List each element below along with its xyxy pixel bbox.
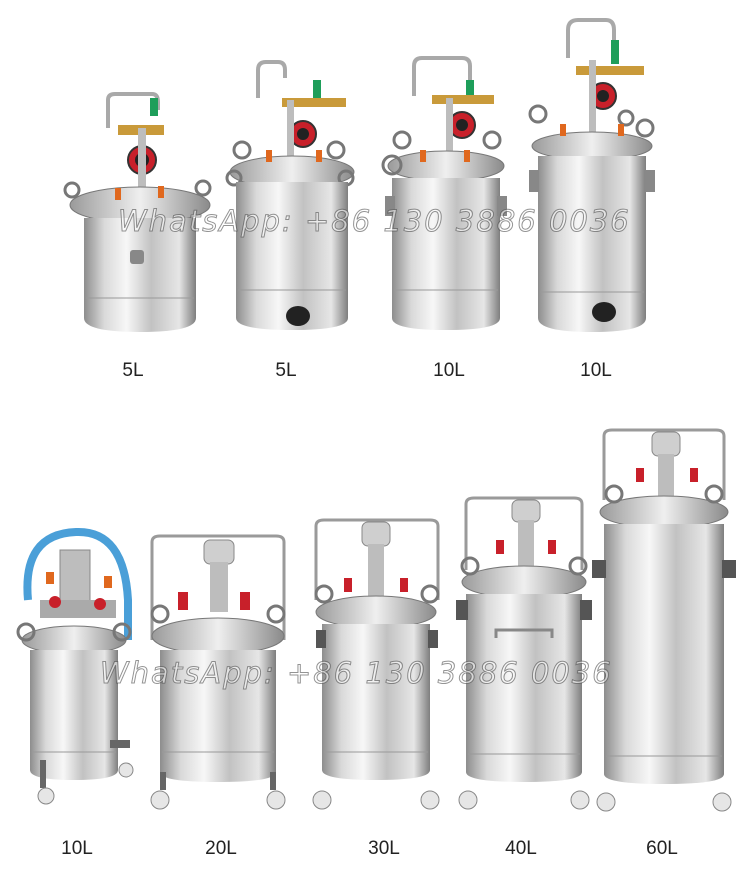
capacity-label: 10L [61, 838, 93, 859]
capacity-label: 30L [368, 838, 400, 859]
capacity-label: 20L [205, 838, 237, 859]
capacity-label: 5L [275, 360, 297, 381]
capacity-label: 10L [433, 360, 465, 381]
tank-10l-b [528, 18, 655, 332]
capacity-label: 40L [505, 838, 537, 859]
tank-5l-b [225, 60, 355, 330]
capacity-label: 60L [646, 838, 678, 859]
tank-40l [456, 496, 592, 810]
tank-10l-a [381, 56, 507, 330]
tank-60l [592, 428, 736, 812]
capacity-label: 10L [580, 360, 612, 381]
tank-20l [150, 534, 286, 810]
tank-10l-c [16, 527, 134, 805]
capacity-label: 5L [122, 360, 144, 381]
tank-30l [312, 518, 440, 810]
tank-5l-a [63, 92, 212, 332]
